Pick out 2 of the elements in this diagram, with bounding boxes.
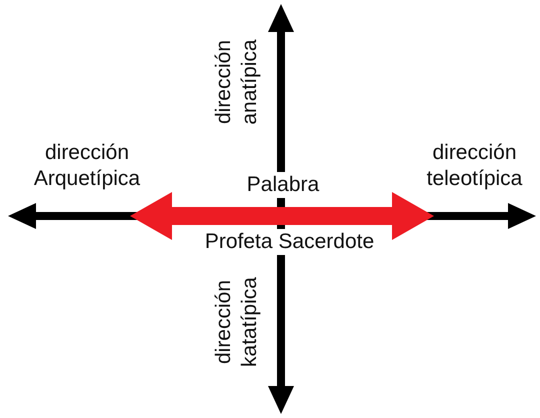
axis-label: dirección katatípica	[211, 276, 262, 369]
axis-label: dirección anatípica	[211, 38, 262, 127]
